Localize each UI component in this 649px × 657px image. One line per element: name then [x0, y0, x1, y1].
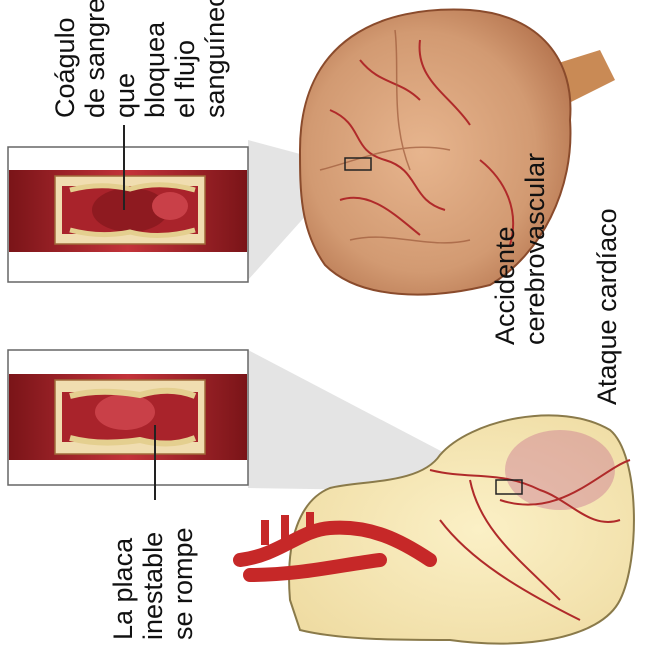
clot-vessel-panel [8, 147, 248, 282]
brain [300, 10, 615, 295]
heart-attack-label: Ataque cardíaco [592, 208, 622, 405]
plaque-vessel-panel [8, 350, 248, 485]
plaque-label: La placa inestable se rompe [108, 527, 198, 640]
clot-label: Coágulo de sangre que bloquea el flujo s… [50, 0, 230, 118]
stroke-label: Accidente cerebrovascular [490, 153, 550, 345]
